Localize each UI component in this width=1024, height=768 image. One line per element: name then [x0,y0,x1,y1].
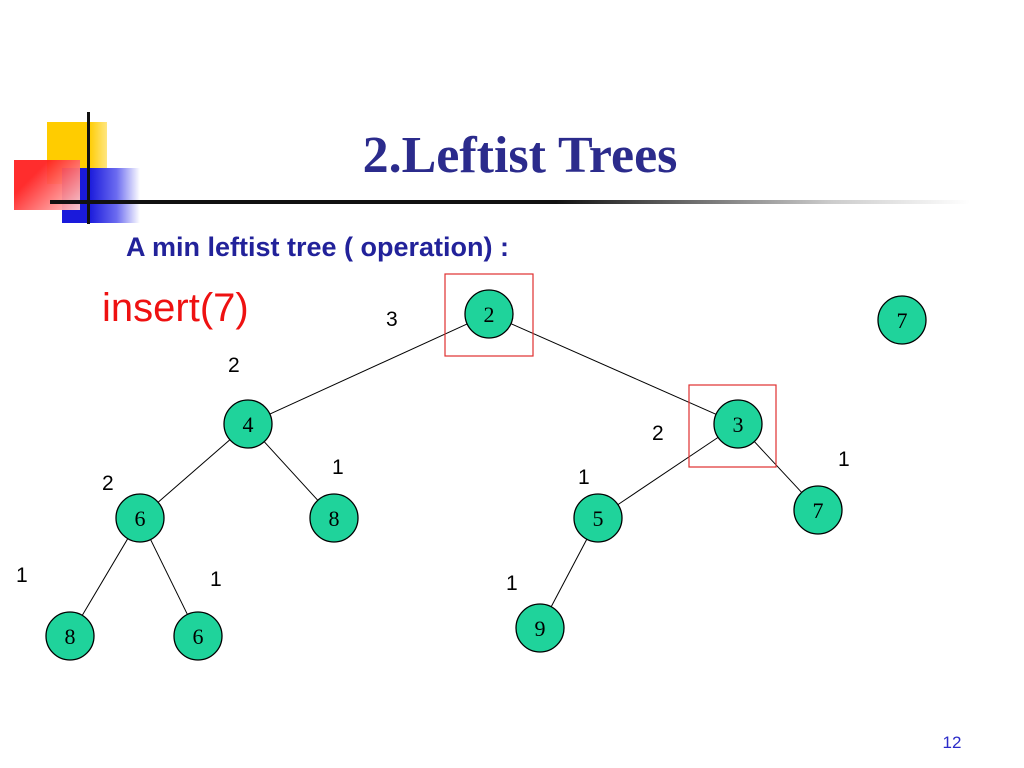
tree-edge [263,441,319,501]
s-value-labels: 3 2 2 2 1 1 1 1 1 1 [16,308,850,595]
tree-node: 2 [464,289,514,339]
node-circle [309,493,359,543]
node-key: 2 [484,302,495,327]
tree-edges [81,323,803,616]
s-value-label: 1 [16,564,28,587]
slide-title: 2.Leftist Trees [362,127,678,184]
node-key: 4 [243,412,254,437]
tree-node: 5 [573,493,623,543]
tree-edge [510,323,717,415]
node-key: 8 [329,506,340,531]
highlight-box [444,273,534,357]
node-key: 6 [193,624,204,649]
node-circle [713,399,763,449]
tree-node: 7 [793,485,843,535]
node-circle [464,289,514,339]
tree-node: 6 [115,493,165,543]
node-circle [877,295,927,345]
tree-node: 8 [45,611,95,661]
tree-edge [81,538,129,616]
s-value-label: 1 [506,572,518,595]
tree-node: 3 [713,399,763,449]
page-number: 12 [942,733,962,752]
highlight-box [688,384,777,468]
tree-node: 9 [515,603,565,653]
logo-vertical-line [87,112,90,224]
s-value-label: 1 [578,466,590,489]
s-value-label: 2 [652,422,664,445]
node-key: 5 [593,506,604,531]
s-value-label: 1 [838,448,850,471]
tree-edge [157,439,231,503]
title-underline [50,200,970,204]
s-value-label: 3 [386,308,398,331]
highlight-boxes [444,273,777,468]
node-circle [793,485,843,535]
slide-logo-decoration [0,0,180,240]
node-key: 7 [813,498,824,523]
node-circle [173,611,223,661]
node-circle [573,493,623,543]
node-key: 6 [135,506,146,531]
tree-edge [753,441,803,493]
node-key: 8 [65,624,76,649]
s-value-label: 2 [102,472,114,495]
tree-node: 4 [223,399,273,449]
s-value-label: 2 [228,354,240,377]
tree-edge [617,436,719,506]
tree-nodes: 2 4 3 6 8 5 7 8 6 9 7 [45,289,927,661]
tree-node: 8 [309,493,359,543]
node-circle [115,493,165,543]
tree-node: 6 [173,611,223,661]
slide-subtitle: A min leftist tree ( operation) : [126,232,510,262]
operation-label: insert(7) [102,286,249,330]
s-value-label: 1 [210,568,222,591]
tree-node: 7 [877,295,927,345]
tree-edge [150,539,188,615]
node-key: 9 [535,616,546,641]
node-circle [45,611,95,661]
node-circle [515,603,565,653]
tree-edge [269,323,468,415]
node-key: 3 [733,412,744,437]
s-value-label: 1 [332,456,344,479]
tree-edge [550,538,588,608]
node-key: 7 [897,308,908,333]
node-circle [223,399,273,449]
